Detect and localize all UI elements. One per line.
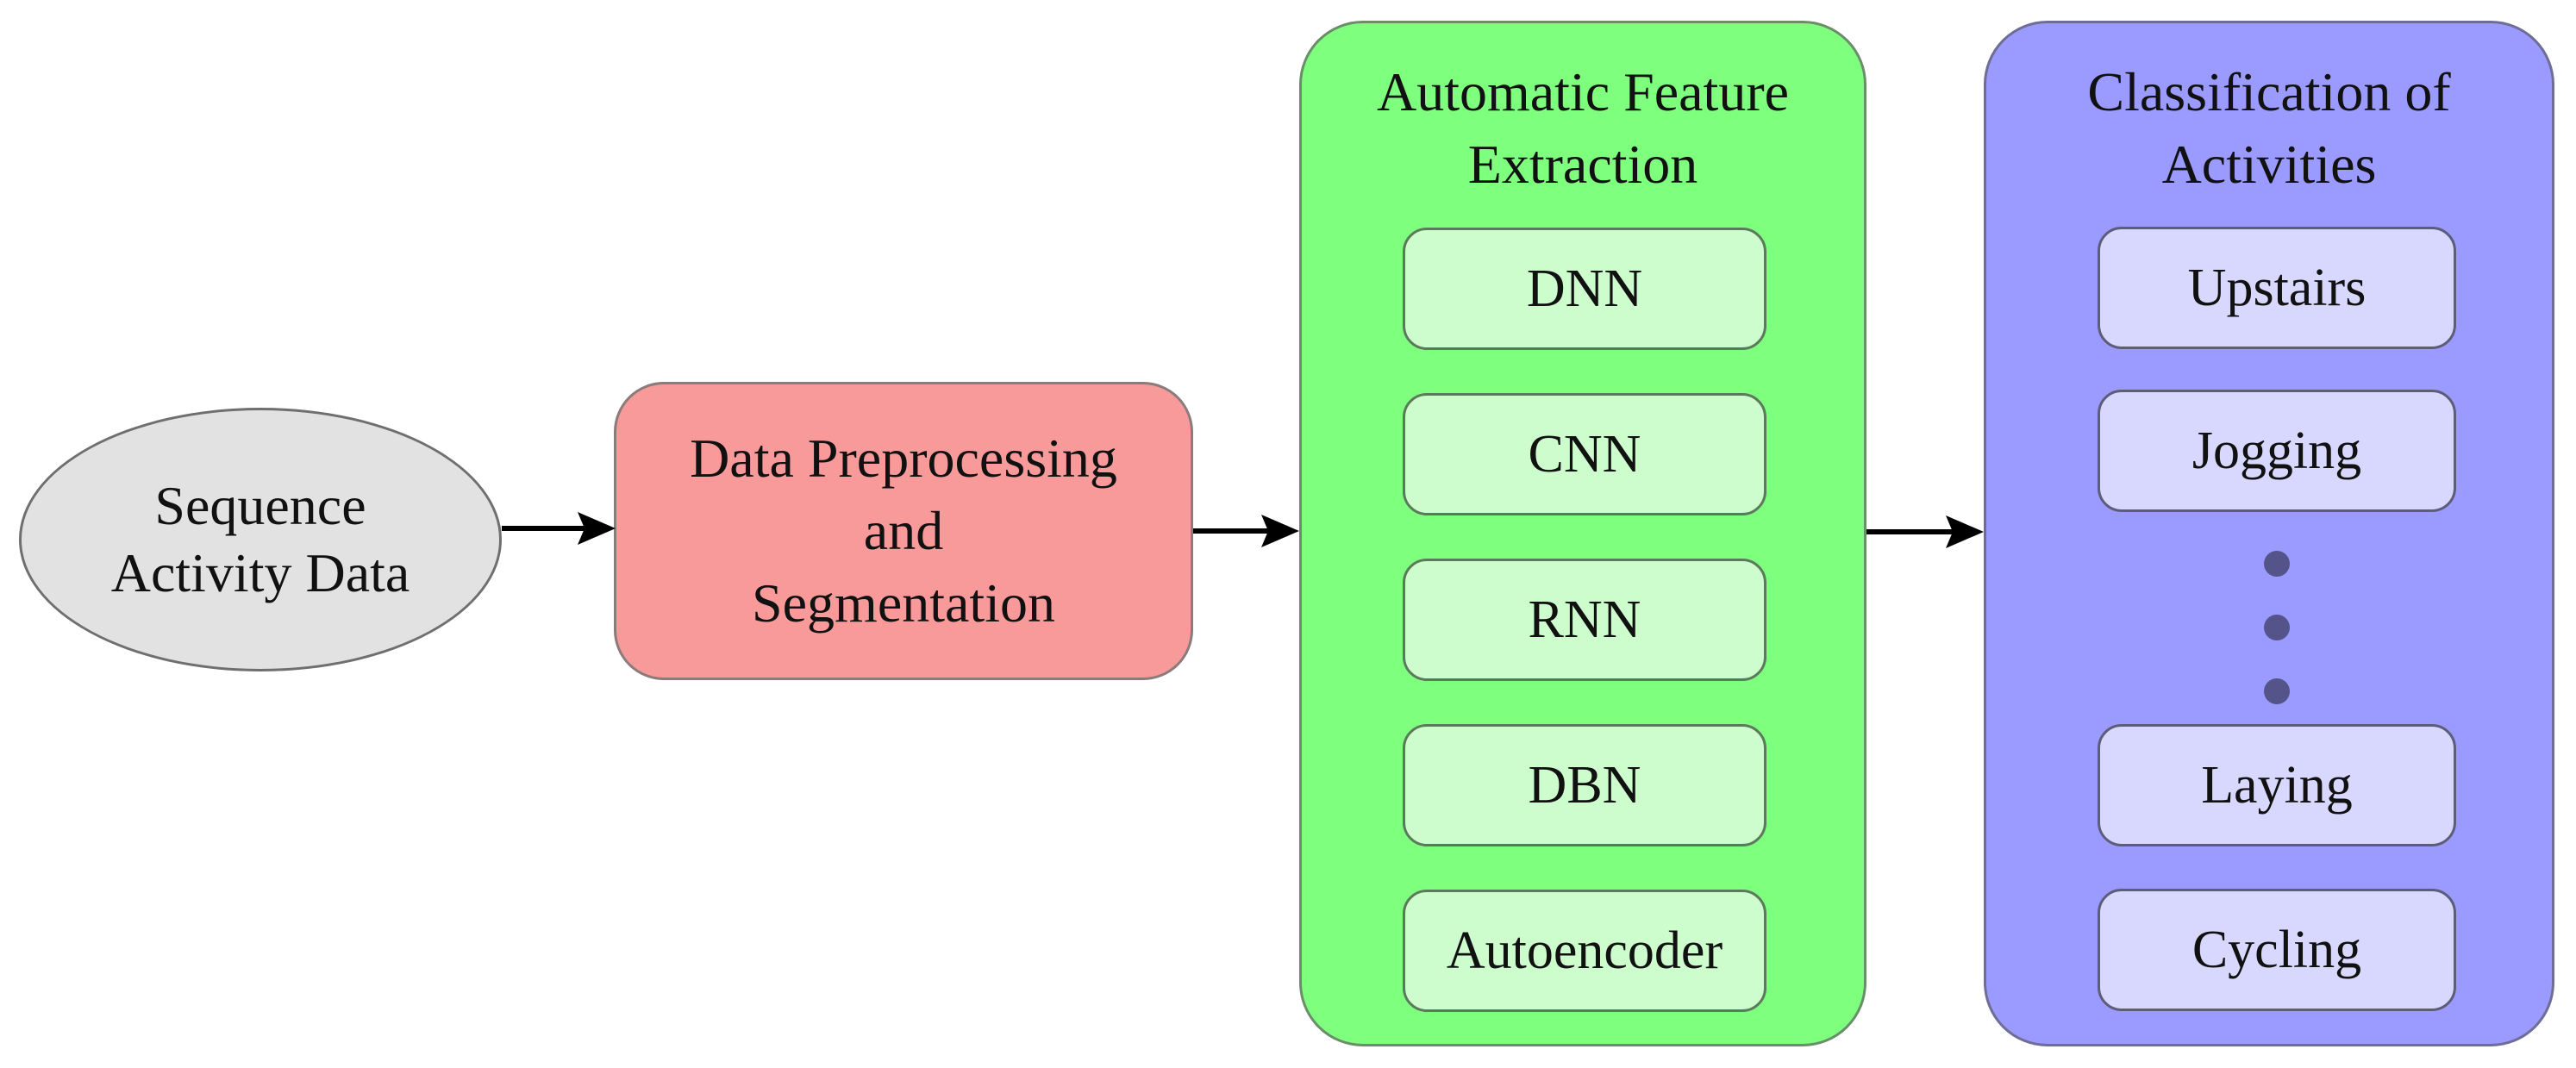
ellipsis-dot [2264,678,2290,704]
method-item-dbn: DBN [1403,724,1766,846]
preprocessing-label-line1: Data Preprocessing [690,428,1117,489]
ellipsis-dot [2264,615,2290,640]
activity-item-laying: Laying [2098,724,2456,846]
input-label-line1: Sequence [154,475,366,536]
arrow-features-to-classification [1866,515,1984,548]
input-label-line2: Activity Data [110,542,410,603]
arrow-input-to-preprocessing [502,512,616,545]
preprocessing-label-line2: and [863,500,944,561]
classification-title-line2: Activities [2161,134,2377,195]
feature-extraction-panel: Automatic Feature Extraction DNN CNN RNN… [1299,21,1866,1046]
classification-title-line1: Classification of [2087,61,2451,122]
feature-title-line2: Extraction [1467,134,1698,195]
activity-item-jogging: Jogging [2098,390,2456,512]
activity-item-upstairs: Upstairs [2098,227,2456,349]
classification-title: Classification of Activities [1986,56,2552,201]
preprocessing-label-line3: Segmentation [752,572,1055,634]
sequence-activity-data-node: Sequence Activity Data [19,408,502,671]
feature-title-line1: Automatic Feature [1376,61,1790,122]
method-item-autoencoder: Autoencoder [1403,890,1766,1012]
arrow-preprocessing-to-features [1193,515,1299,547]
method-item-dnn: DNN [1403,228,1766,350]
ellipsis-dot [2264,551,2290,577]
feature-extraction-title: Automatic Feature Extraction [1302,56,1864,201]
method-item-rnn: RNN [1403,559,1766,681]
preprocessing-node: Data Preprocessing and Segmentation [614,382,1193,680]
classification-panel: Classification of Activities Upstairs Jo… [1984,21,2554,1046]
method-item-cnn: CNN [1403,393,1766,515]
activity-item-cycling: Cycling [2098,889,2456,1011]
